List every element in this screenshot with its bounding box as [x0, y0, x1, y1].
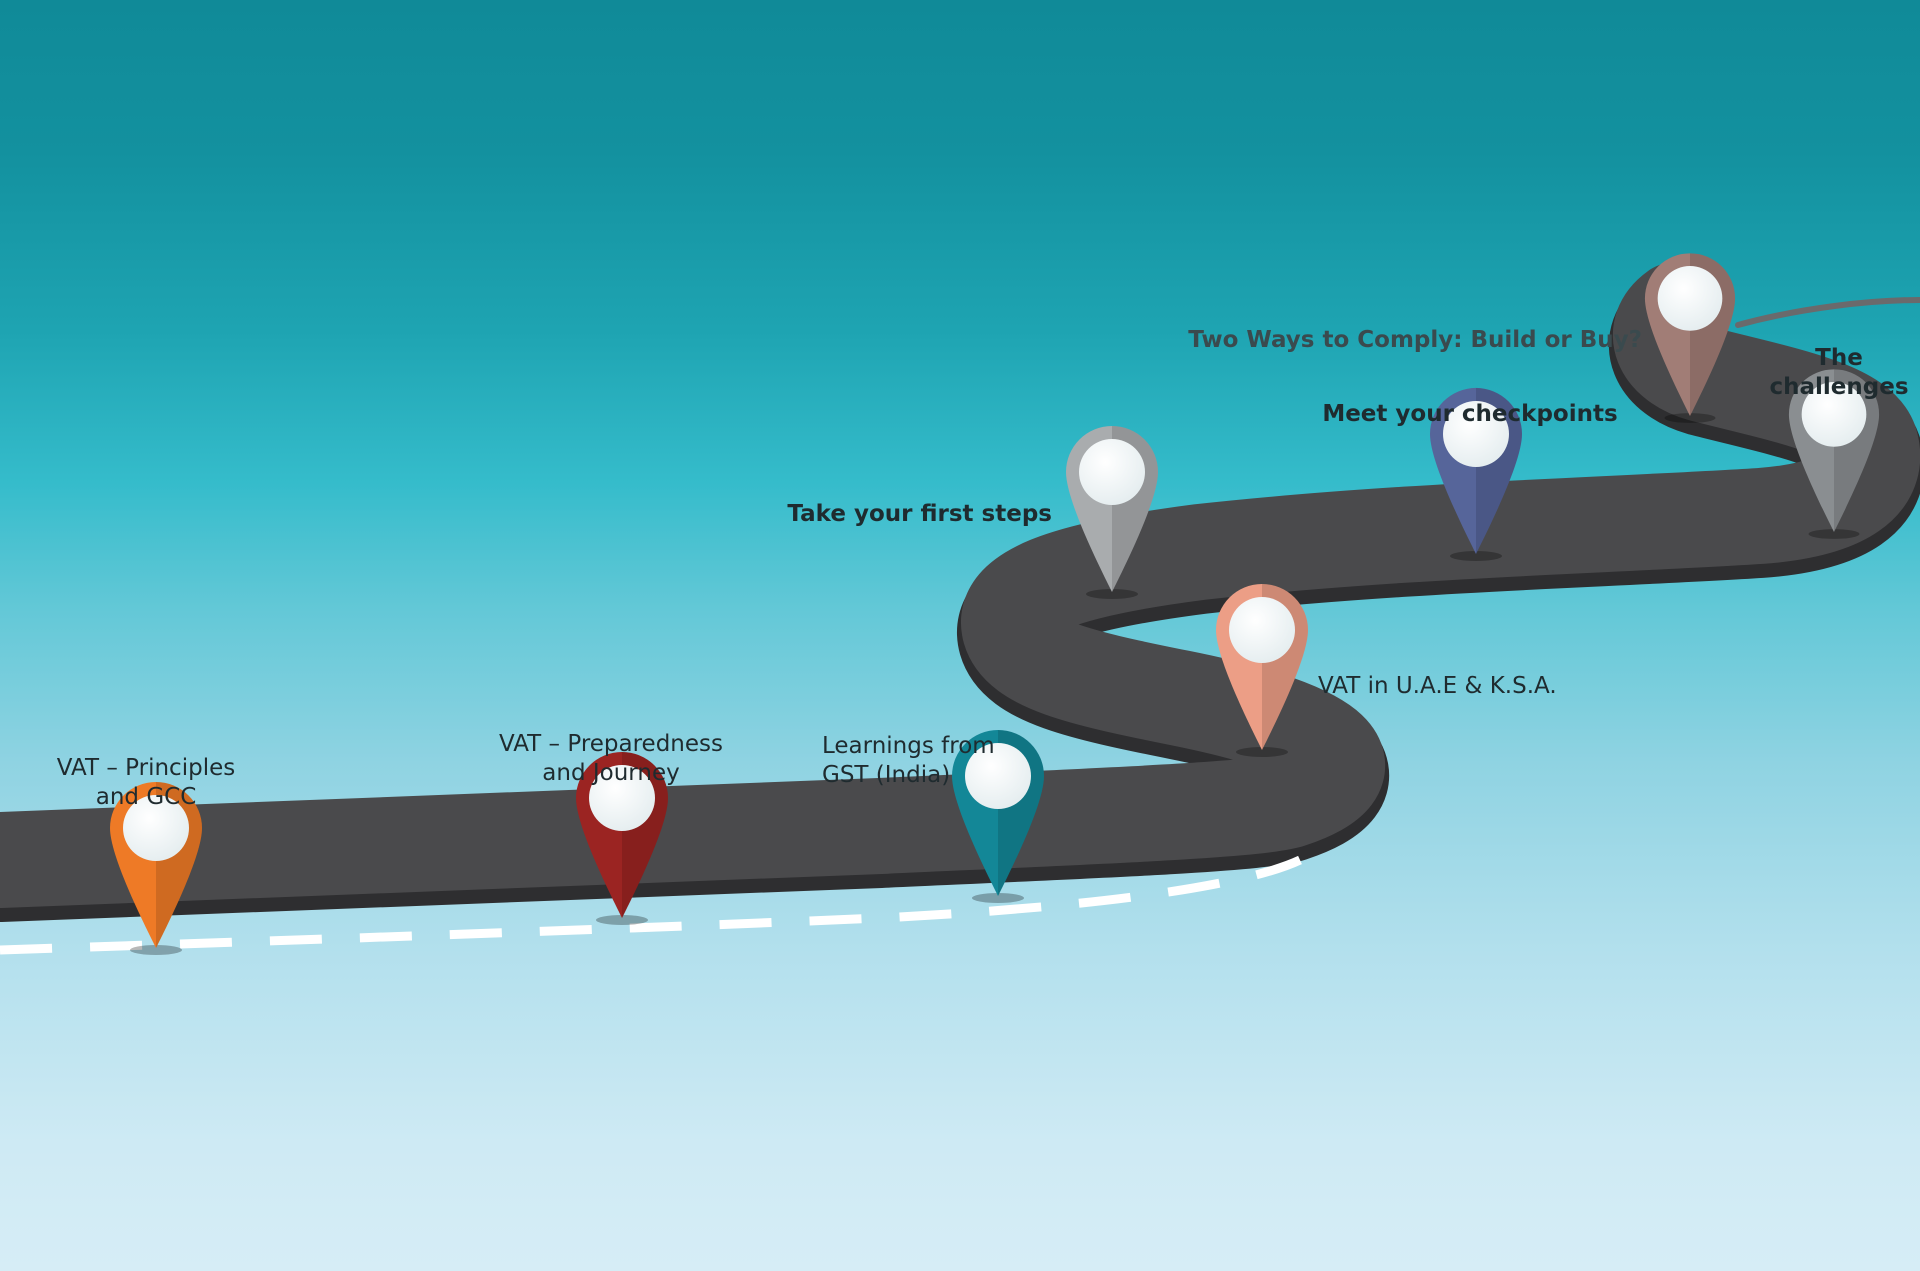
map-pin-icon: [1430, 387, 1523, 561]
map-pin-icon: [1788, 369, 1880, 539]
map-pin-icon: [1066, 426, 1158, 599]
road-lane-marking: [0, 855, 1302, 955]
milestone-label-7: Two Ways to Comply: Build or Buy?: [1188, 327, 1642, 353]
map-pin-icon: [952, 730, 1044, 903]
milestone-label-4: VAT in U.A.E & K.S.A.: [1318, 673, 1557, 699]
milestone-label-6: Meet your checkpoints: [1322, 401, 1618, 427]
map-pin-icon: [576, 752, 668, 925]
milestone-label-8: The challenges: [1769, 345, 1909, 401]
milestone-label-3: Learnings from GST (India): [822, 733, 995, 789]
road-far-trail: [1735, 297, 1920, 328]
milestone-label-2: VAT – Preparedness and Journey: [498, 731, 724, 787]
map-pin-icon: [1644, 253, 1736, 423]
map-pin-icon: [1216, 584, 1308, 757]
milestone-label-5: Take your first steps: [787, 501, 1052, 527]
map-pin-icon: [110, 782, 202, 955]
milestone-label-1: VAT – Principles and GCC: [56, 755, 236, 811]
